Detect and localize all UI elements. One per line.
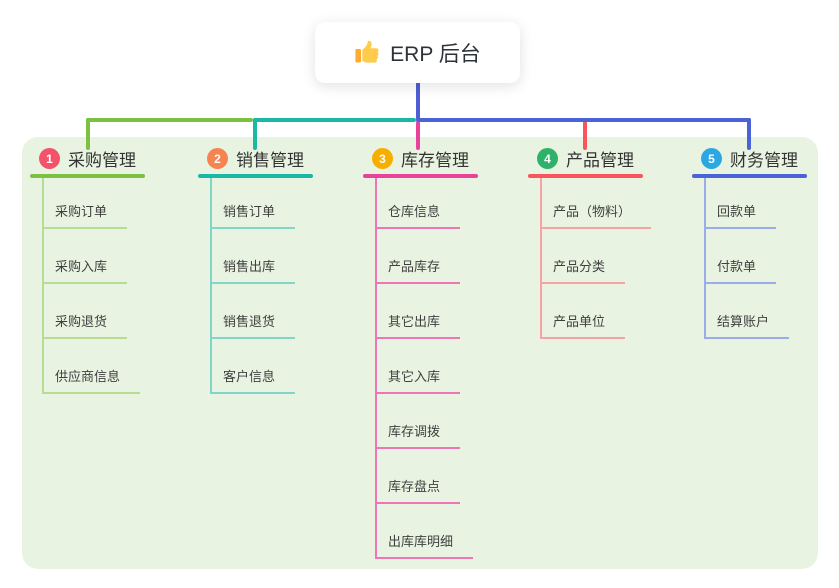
branch-number-badge: 1: [39, 148, 60, 169]
child-node[interactable]: 回款单: [705, 178, 807, 229]
connector-drop-product: [583, 121, 587, 150]
child-node[interactable]: 付款单: [705, 229, 807, 284]
child-node[interactable]: 采购退货: [43, 284, 145, 339]
child-label: 采购退货: [43, 311, 128, 339]
branch-product-title[interactable]: 4 产品管理: [528, 146, 643, 171]
child-node[interactable]: 产品（物料）: [541, 178, 652, 229]
branch-number-badge: 5: [701, 148, 722, 169]
child-label: 客户信息: [211, 366, 296, 394]
branch-finance: 5 财务管理 回款单 付款单 结算账户: [692, 146, 807, 339]
branch-label: 销售管理: [236, 151, 304, 170]
branch-product: 4 产品管理 产品（物料） 产品分类 产品单位: [528, 146, 652, 339]
child-label: 库存盘点: [376, 476, 461, 504]
connector-bus-right-blue: [416, 118, 751, 122]
connector-drop-finance: [747, 118, 751, 150]
root-node[interactable]: ERP 后台: [315, 22, 520, 83]
child-label: 产品分类: [541, 256, 626, 284]
child-label: 仓库信息: [376, 201, 461, 229]
branch-product-children: 产品（物料） 产品分类 产品单位: [540, 178, 652, 339]
child-label: 其它入库: [376, 366, 461, 394]
branch-underline: [363, 174, 478, 178]
connector-drop-sales: [253, 118, 257, 150]
child-node[interactable]: 产品库存: [376, 229, 478, 284]
branch-label: 库存管理: [401, 151, 469, 170]
branch-purchase: 1 采购管理 采购订单 采购入库 采购退货 供应商信息: [30, 146, 145, 394]
branch-label: 采购管理: [68, 151, 136, 170]
branch-underline: [528, 174, 643, 178]
branches-panel: [22, 137, 818, 569]
child-node[interactable]: 供应商信息: [43, 339, 145, 394]
child-label: 产品单位: [541, 311, 626, 339]
branch-inventory: 3 库存管理 仓库信息 产品库存 其它出库 其它入库 库存调拨 库存盘点 出库库…: [363, 146, 478, 559]
child-node[interactable]: 客户信息: [211, 339, 313, 394]
child-label: 结算账户: [705, 311, 790, 339]
child-node[interactable]: 库存盘点: [376, 449, 478, 504]
branch-underline: [198, 174, 313, 178]
child-node[interactable]: 仓库信息: [376, 178, 478, 229]
child-label: 供应商信息: [43, 366, 141, 394]
branch-number-badge: 4: [537, 148, 558, 169]
branch-label: 产品管理: [566, 151, 634, 170]
branch-sales-title[interactable]: 2 销售管理: [198, 146, 313, 171]
child-node[interactable]: 其它入库: [376, 339, 478, 394]
branch-inventory-title[interactable]: 3 库存管理: [363, 146, 478, 171]
branch-finance-title[interactable]: 5 财务管理: [692, 146, 807, 171]
child-node[interactable]: 采购订单: [43, 178, 145, 229]
branch-underline: [30, 174, 145, 178]
child-node[interactable]: 销售出库: [211, 229, 313, 284]
child-node[interactable]: 产品分类: [541, 229, 643, 284]
child-label: 付款单: [705, 256, 777, 284]
branch-purchase-children: 采购订单 采购入库 采购退货 供应商信息: [42, 178, 145, 394]
connector-bus-left-green: [86, 118, 253, 122]
child-label: 产品库存: [376, 256, 461, 284]
child-label: 其它出库: [376, 311, 461, 339]
root-label: ERP 后台: [390, 42, 481, 66]
branch-sales-children: 销售订单 销售出库 销售退货 客户信息: [210, 178, 313, 394]
child-node[interactable]: 产品单位: [541, 284, 643, 339]
branch-number-badge: 3: [372, 148, 393, 169]
branch-finance-children: 回款单 付款单 结算账户: [704, 178, 807, 339]
connector-drop-purchase: [86, 118, 90, 150]
child-node[interactable]: 出库库明细: [376, 504, 478, 559]
connector-drop-inventory: [416, 121, 420, 150]
child-label: 库存调拨: [376, 421, 461, 449]
branch-underline: [692, 174, 807, 178]
branch-inventory-children: 仓库信息 产品库存 其它出库 其它入库 库存调拨 库存盘点 出库库明细: [375, 178, 478, 559]
branch-purchase-title[interactable]: 1 采购管理: [30, 146, 145, 171]
connector-root-stem: [416, 82, 420, 120]
child-node[interactable]: 库存调拨: [376, 394, 478, 449]
child-label: 销售订单: [211, 201, 296, 229]
child-node[interactable]: 销售订单: [211, 178, 313, 229]
child-node[interactable]: 采购入库: [43, 229, 145, 284]
thumbs-up-icon: [354, 40, 380, 66]
branch-label: 财务管理: [730, 151, 798, 170]
branch-sales: 2 销售管理 销售订单 销售出库 销售退货 客户信息: [198, 146, 313, 394]
child-label: 销售出库: [211, 256, 296, 284]
child-label: 产品（物料）: [541, 201, 652, 229]
child-node[interactable]: 其它出库: [376, 284, 478, 339]
child-node[interactable]: 结算账户: [705, 284, 807, 339]
child-label: 回款单: [705, 201, 777, 229]
child-node[interactable]: 销售退货: [211, 284, 313, 339]
branch-number-badge: 2: [207, 148, 228, 169]
child-label: 销售退货: [211, 311, 296, 339]
child-label: 采购订单: [43, 201, 128, 229]
child-label: 采购入库: [43, 256, 128, 284]
child-label: 出库库明细: [376, 531, 474, 559]
connector-bus-mid-teal: [253, 118, 416, 122]
